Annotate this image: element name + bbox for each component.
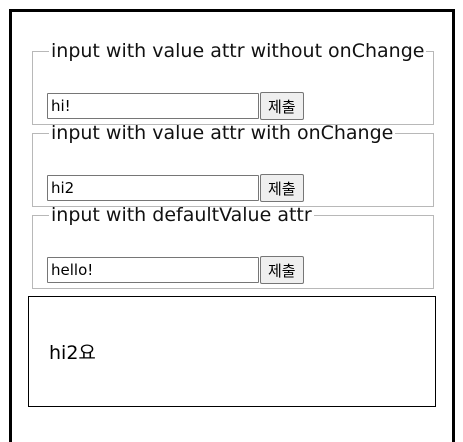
text-input-default-value[interactable] [47,257,259,283]
form-default-value: input with defaultValue attr 제출 [32,204,434,289]
form-legend: input with defaultValue attr [51,204,312,226]
form-row: 제출 [47,256,304,284]
output-box: hi2요 [28,296,436,407]
submit-button[interactable]: 제출 [260,92,304,120]
form-legend: input with value attr with onChange [51,122,394,144]
submit-button[interactable]: 제출 [260,256,304,284]
form-value-with-onchange: input with value attr with onChange 제출 [32,122,434,207]
form-value-without-onchange: input with value attr without onChange 제… [32,40,434,125]
text-input-value-with-onchange[interactable] [47,175,259,201]
form-row: 제출 [47,92,304,120]
app-container: input with value attr without onChange 제… [9,9,455,442]
form-row: 제출 [47,174,304,202]
form-legend: input with value attr without onChange [51,40,425,62]
submit-button[interactable]: 제출 [260,174,304,202]
text-input-value-without-onchange[interactable] [47,93,259,119]
output-text: hi2요 [49,342,96,364]
